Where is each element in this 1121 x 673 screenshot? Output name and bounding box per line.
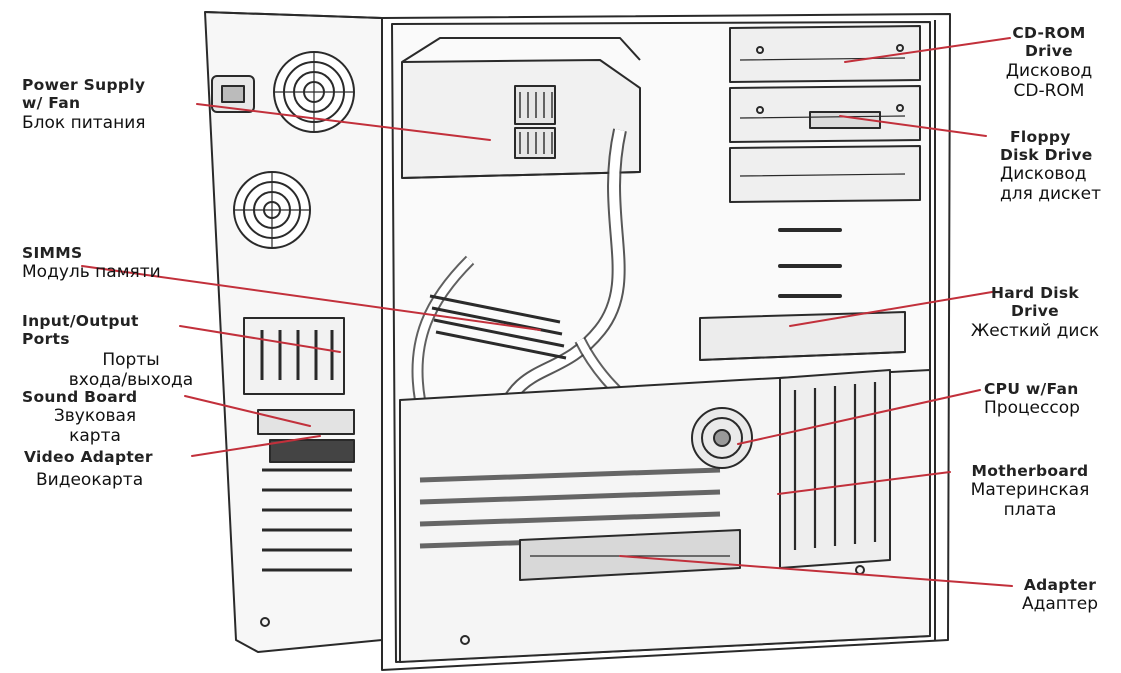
label-cpu-ru: Процессор: [984, 398, 1080, 418]
label-floppy: Floppy: [1010, 128, 1071, 146]
label-video-adapter-ru-block: Видеокарта: [36, 470, 143, 490]
label-hdd: Hard Disk Drive Жесткий диск: [960, 284, 1110, 341]
label-power-supply-ru: Блок питания: [22, 113, 145, 133]
label-sound-board-en: Sound Board: [22, 388, 137, 406]
label-io-ports-en-1: Input/Output: [22, 312, 139, 330]
label-cdrom-en-2: Drive: [990, 42, 1108, 60]
label-hdd-en-1: Hard Disk: [960, 284, 1110, 302]
label-sound-board-ru-2: карта: [40, 426, 150, 446]
label-adapter: Adapter Адаптер: [1010, 576, 1110, 614]
label-cpu: CPU w/Fan Процессор: [984, 380, 1080, 418]
label-power-supply: Power Supply w/ Fan Блок питания: [22, 76, 145, 133]
label-video-adapter-ru: Видеокарта: [36, 470, 143, 490]
label-io-ports-ru-block: Порты входа/выхода: [56, 350, 206, 390]
label-adapter-ru: Адаптер: [1010, 594, 1110, 614]
label-io-ports: Input/Output Ports: [22, 312, 139, 349]
label-floppy-ru-2: для дискет: [1000, 184, 1101, 204]
label-floppy-en-2: Disk Drive: [1000, 146, 1101, 164]
label-motherboard-en: Motherboard: [950, 462, 1110, 480]
label-simms: SIMMS Модуль памяти: [22, 244, 161, 282]
label-cdrom-en-1: CD-ROM: [990, 24, 1108, 42]
label-cdrom: CD-ROM Drive Дисковод CD-ROM: [990, 24, 1108, 101]
label-hdd-en-2: Drive: [960, 302, 1110, 320]
label-power-supply-en-2: w/ Fan: [22, 94, 145, 112]
label-simms-en: SIMMS: [22, 244, 161, 262]
label-adapter-en: Adapter: [1010, 576, 1110, 594]
label-sound-board-ru-1: Звуковая: [40, 406, 150, 426]
label-io-ports-en-2: Ports: [22, 330, 139, 348]
label-cpu-en: CPU w/Fan: [984, 380, 1080, 398]
label-power-supply-en-1: Power Supply: [22, 76, 145, 94]
label-motherboard-ru-2: плата: [950, 500, 1110, 520]
label-floppy-en-1: Floppy: [1010, 128, 1071, 146]
label-motherboard: Motherboard Материнская плата: [950, 462, 1110, 520]
label-sound-board-ru-block: Звуковая карта: [40, 406, 150, 446]
label-floppy-block: Disk Drive Дисковод для дискет: [1000, 146, 1101, 204]
label-cdrom-ru-2: CD-ROM: [990, 81, 1108, 101]
label-io-ports-ru-1: Порты: [56, 350, 206, 370]
label-motherboard-ru-1: Материнская: [950, 480, 1110, 500]
label-floppy-ru-1: Дисковод: [1000, 164, 1101, 184]
label-video-adapter: Video Adapter: [24, 448, 153, 466]
label-simms-ru: Модуль памяти: [22, 262, 161, 282]
label-sound-board: Sound Board: [22, 388, 137, 406]
label-hdd-ru: Жесткий диск: [960, 321, 1110, 341]
label-cdrom-ru-1: Дисковод: [990, 61, 1108, 81]
label-video-adapter-en: Video Adapter: [24, 448, 153, 466]
